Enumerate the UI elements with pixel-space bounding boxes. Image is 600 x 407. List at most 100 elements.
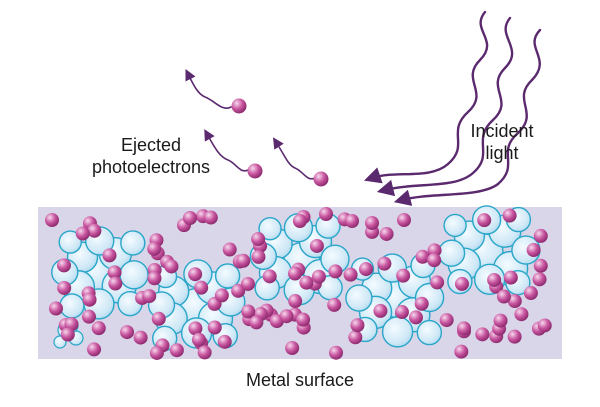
atom (416, 319, 443, 346)
atom (258, 216, 282, 241)
electron (299, 275, 314, 290)
atom (443, 213, 467, 238)
electron (197, 345, 212, 360)
electron (533, 258, 548, 273)
electron (487, 272, 502, 287)
electron (456, 321, 471, 336)
electron (194, 280, 209, 295)
electron (379, 226, 394, 241)
electron (102, 248, 117, 263)
electron (149, 345, 164, 360)
electron (477, 213, 492, 228)
electron (365, 216, 379, 230)
incident-light-waves (364, 10, 542, 206)
electron (514, 307, 529, 322)
electron (57, 280, 72, 295)
trail-3 (272, 137, 316, 180)
ejected-photoelectrons-label: Ejected photoelectrons (76, 134, 226, 178)
electron (231, 283, 246, 298)
electron (91, 321, 106, 336)
electron (56, 258, 71, 273)
electron (75, 226, 90, 241)
electron (394, 305, 409, 320)
electron (350, 318, 365, 333)
electron (147, 271, 162, 286)
incident-light-label: Incident light (452, 120, 552, 164)
electron (203, 210, 218, 225)
electron (493, 313, 508, 328)
electron (328, 264, 343, 279)
electron (279, 309, 294, 324)
electron (427, 243, 442, 258)
electron-field (45, 207, 552, 360)
incident-label-line2: light (485, 143, 519, 163)
ejected-electrons (231, 98, 329, 187)
electron (240, 276, 255, 291)
electron (249, 315, 264, 330)
electron (87, 223, 102, 238)
electron (288, 294, 303, 309)
electron (288, 266, 303, 281)
atom (59, 293, 85, 319)
electron (496, 289, 511, 304)
light-wave-3 (393, 28, 542, 206)
electron (147, 241, 162, 256)
ejected-electron (313, 171, 329, 187)
atom (119, 260, 149, 290)
electron (164, 259, 179, 274)
electron (217, 334, 232, 349)
electron (408, 310, 423, 325)
electron (526, 243, 541, 258)
electron (327, 297, 342, 312)
electron (397, 213, 411, 227)
electron (107, 265, 122, 280)
incident-label-line1: Incident (470, 121, 534, 141)
electron (373, 303, 388, 318)
electron (222, 242, 237, 257)
electron (343, 267, 358, 282)
electron (319, 207, 333, 221)
atom (214, 263, 241, 289)
trail-2 (204, 129, 249, 172)
electron (214, 288, 229, 303)
atom (345, 284, 373, 312)
ejected-electron (231, 98, 247, 114)
electron (345, 214, 359, 228)
ejected-label-line2: photoelectrons (91, 157, 211, 177)
electron (507, 329, 522, 344)
electron (359, 262, 374, 277)
light-wave-1 (364, 10, 489, 184)
electron (108, 276, 123, 291)
electron (507, 294, 522, 309)
electron (188, 321, 203, 336)
light-wave-2 (376, 16, 514, 197)
electron (427, 253, 442, 268)
electron (142, 289, 157, 304)
atom (381, 316, 414, 348)
electron (169, 343, 184, 358)
electron (475, 327, 490, 342)
electron (241, 304, 256, 319)
electron (87, 342, 102, 357)
electron (48, 301, 63, 316)
electron (188, 267, 203, 282)
electron (236, 253, 251, 268)
electron (533, 228, 548, 243)
electron (439, 313, 454, 328)
atom (437, 239, 466, 267)
electron (454, 276, 469, 291)
electron (81, 309, 96, 324)
electron (396, 268, 411, 283)
electron (532, 272, 547, 287)
electron (82, 292, 97, 307)
electron (296, 312, 311, 327)
atom (120, 230, 146, 256)
electron (183, 211, 197, 225)
electron (133, 330, 148, 345)
electron (251, 249, 266, 264)
electron (191, 332, 206, 347)
electron (454, 344, 469, 359)
electron (537, 318, 552, 333)
electron (415, 249, 430, 264)
